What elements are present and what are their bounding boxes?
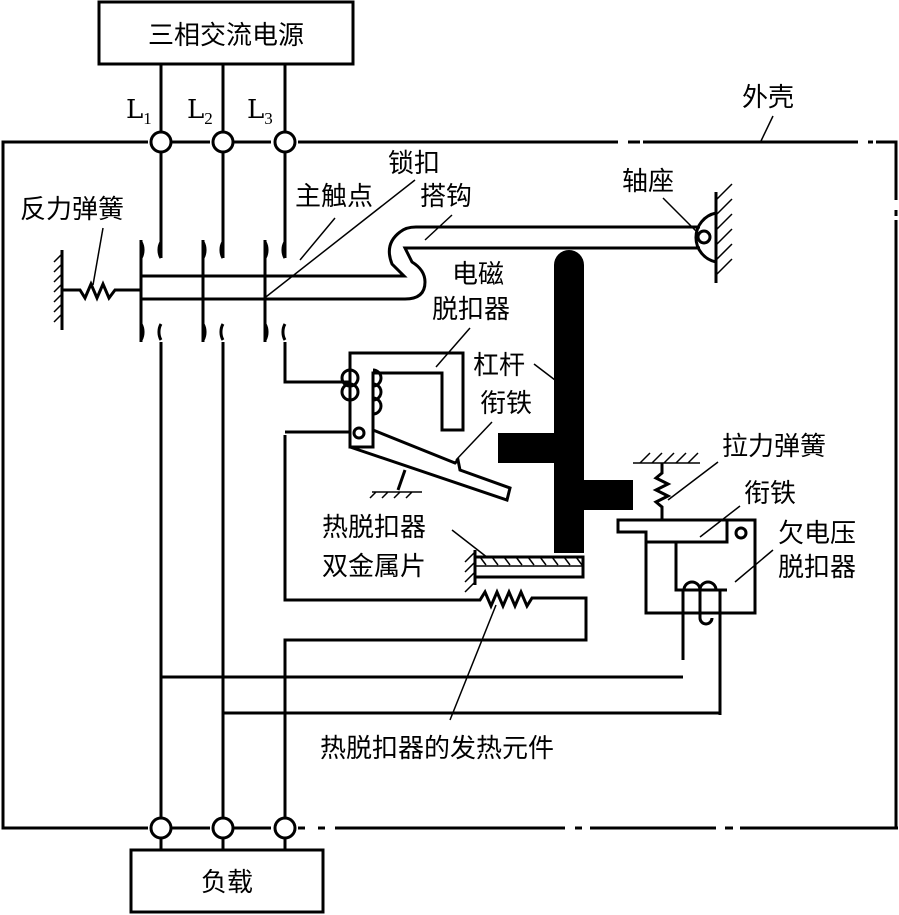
svg-text:电磁: 电磁 [452,260,504,290]
enclosure-outline [1,140,898,830]
em-armature-label: 衔铁 [455,389,532,461]
undervoltage-release [616,452,757,715]
main-contacts [139,240,287,342]
reaction-spring [53,250,141,330]
main-contact-label: 主触点 [295,182,373,261]
terminal-l2-out [211,816,235,840]
hook-label: 搭钩 [420,182,472,241]
terminal-l3-in [273,130,297,154]
svg-text:L1: L1 [126,95,152,128]
svg-text:锁扣: 锁扣 [388,149,440,179]
pivot-seat-label: 轴座 [622,167,701,236]
svg-text:脱扣器: 脱扣器 [432,295,510,325]
phase-label-l1: L1 [126,95,152,128]
svg-text:杠杆: 杠杆 [473,351,525,381]
svg-text:搭钩: 搭钩 [420,182,472,212]
svg-text:热脱扣器的发热元件: 热脱扣器的发热元件 [320,734,554,764]
undervoltage-release-label: 欠电压 脱扣器 [734,519,856,583]
reaction-spring-label: 反力弹簧 [20,195,124,286]
svg-text:衔铁: 衔铁 [744,479,796,509]
svg-text:外壳: 外壳 [742,83,794,113]
thermal-bimetal [464,550,585,593]
phase-wires-bottom [159,342,287,850]
heating-element [283,588,588,828]
latch-label: 锁扣 [261,149,440,301]
svg-text:拉力弹簧: 拉力弹簧 [722,432,826,462]
heating-element-label: 热脱扣器的发热元件 [320,604,554,764]
phase-wires-top [159,64,287,258]
pivot-seat [694,183,733,283]
power-source-label: 三相交流电源 [148,21,304,51]
svg-text:脱扣器: 脱扣器 [778,553,856,583]
svg-text:主触点: 主触点 [295,182,373,212]
power-source-box: 三相交流电源 [97,0,355,66]
load-label: 负载 [201,868,253,898]
terminal-l1-out [149,816,173,840]
svg-text:L2: L2 [187,95,213,128]
svg-text:欠电压: 欠电压 [778,519,856,549]
em-release-label: 电磁 脱扣器 [432,260,510,368]
lever [498,250,633,553]
svg-text:热脱扣器: 热脱扣器 [322,513,426,543]
tension-spring-label: 拉力弹簧 [667,432,826,501]
uv-coil-wiring [161,675,720,715]
load-box: 负载 [129,848,325,914]
svg-text:反力弹簧: 反力弹簧 [20,195,124,225]
terminal-l3-out [273,816,297,840]
svg-text:衔铁: 衔铁 [480,389,532,419]
svg-text:L3: L3 [247,95,273,128]
phase-label-l2: L2 [187,95,213,128]
phase-label-l3: L3 [247,95,273,128]
lever-label: 杠杆 [473,351,556,381]
uv-armature-label: 衔铁 [699,479,796,538]
svg-text:双金属片: 双金属片 [322,552,426,582]
terminal-l1-in [149,130,173,154]
svg-text:轴座: 轴座 [622,167,674,197]
terminal-l2-in [211,130,235,154]
contact-bar [139,225,700,322]
enclosure-label: 外壳 [742,83,794,142]
thermal-release-label: 热脱扣器 双金属片 [322,513,489,582]
